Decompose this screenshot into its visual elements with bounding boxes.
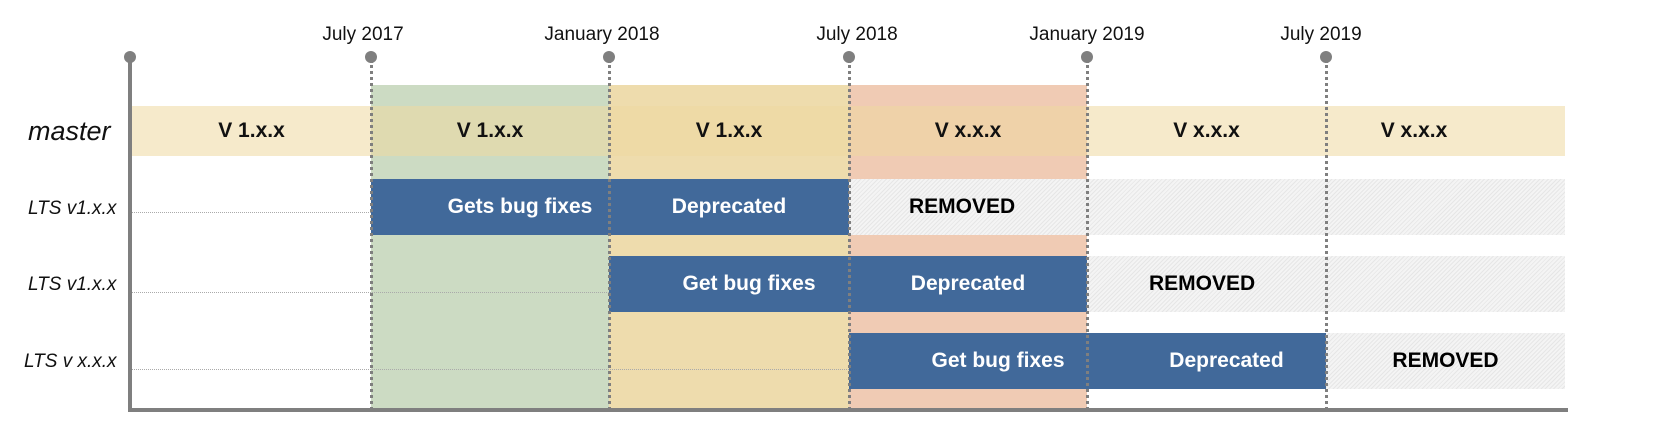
date-gridline	[1325, 60, 1328, 410]
date-marker	[365, 51, 377, 63]
date-label: July 2018	[816, 24, 898, 45]
date-marker	[843, 51, 855, 63]
master-segment: V 1.x.x	[456, 119, 524, 142]
lts2-deprecated-bar: Deprecated	[849, 256, 1087, 312]
master-segment: V 1.x.x	[695, 119, 763, 142]
date-marker	[603, 51, 615, 63]
lts1-removed-region: REMOVED	[849, 179, 1565, 235]
lts3-bug-fixes-bar: Get bug fixes	[849, 333, 1087, 389]
lts2-bug-fixes-bar: Get bug fixes	[609, 256, 849, 312]
row-label-lts1: LTS v1.x.x	[28, 198, 117, 219]
master-segment: V 1.x.x	[218, 119, 285, 142]
row-guide	[132, 212, 371, 213]
master-segment: V x.x.x	[1173, 119, 1240, 142]
lts3-deprecated-bar: Deprecated	[1087, 333, 1326, 389]
date-label: July 2019	[1280, 24, 1362, 45]
date-gridline	[608, 60, 611, 410]
date-marker	[1081, 51, 1093, 63]
date-label: July 2017	[322, 24, 404, 45]
date-gridline	[370, 60, 373, 410]
row-label-lts2: LTS v1.x.x	[28, 274, 117, 295]
date-label: January 2018	[544, 24, 660, 45]
master-segment: V x.x.x	[934, 119, 1002, 142]
lts1-bug-fixes-bar: Gets bug fixes	[371, 179, 609, 235]
lts1-deprecated-bar: Deprecated	[609, 179, 849, 235]
date-gridline	[1086, 60, 1089, 410]
horizontal-axis	[128, 408, 1568, 412]
row-label-lts3: LTS v x.x.x	[24, 351, 117, 372]
master-segment: V x.x.x	[1380, 119, 1448, 142]
vertical-axis	[128, 57, 132, 411]
lts3-removed-region: REMOVED	[1326, 333, 1565, 389]
date-label: January 2019	[1029, 24, 1145, 45]
date-gridline	[848, 60, 851, 410]
row-guide	[132, 369, 849, 370]
date-marker	[1320, 51, 1332, 63]
row-label-master: master	[28, 116, 111, 146]
